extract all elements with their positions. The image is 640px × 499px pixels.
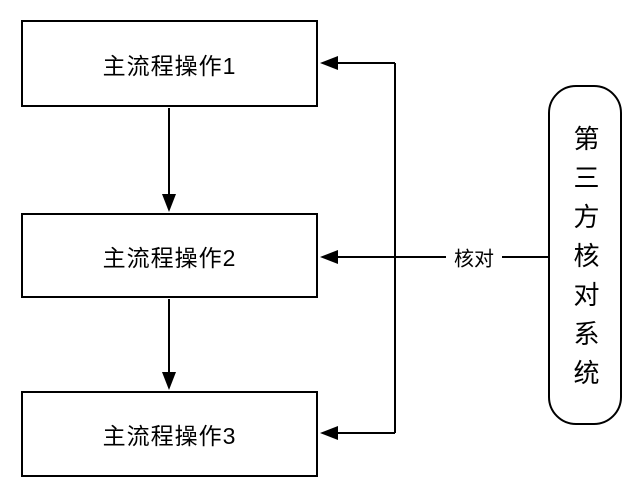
- process-box-1-label: 主流程操作1: [102, 52, 237, 79]
- process-box-1: 主流程操作1: [21, 20, 318, 107]
- arrowhead-left-box1: [320, 56, 338, 70]
- connector-label: 核对: [446, 242, 502, 272]
- process-box-3: 主流程操作3: [21, 391, 318, 477]
- side-system-box: 第三方核对系统: [548, 85, 622, 425]
- process-box-2-label: 主流程操作2: [102, 244, 237, 271]
- process-box-2: 主流程操作2: [21, 213, 318, 298]
- arrowhead-down-box3: [162, 372, 176, 390]
- arrowhead-down-box2: [162, 194, 176, 212]
- arrowhead-left-box2: [320, 250, 338, 264]
- side-system-label: 第三方核对系统: [570, 125, 600, 398]
- arrowhead-left-box3: [320, 426, 338, 440]
- process-box-3-label: 主流程操作3: [102, 423, 237, 449]
